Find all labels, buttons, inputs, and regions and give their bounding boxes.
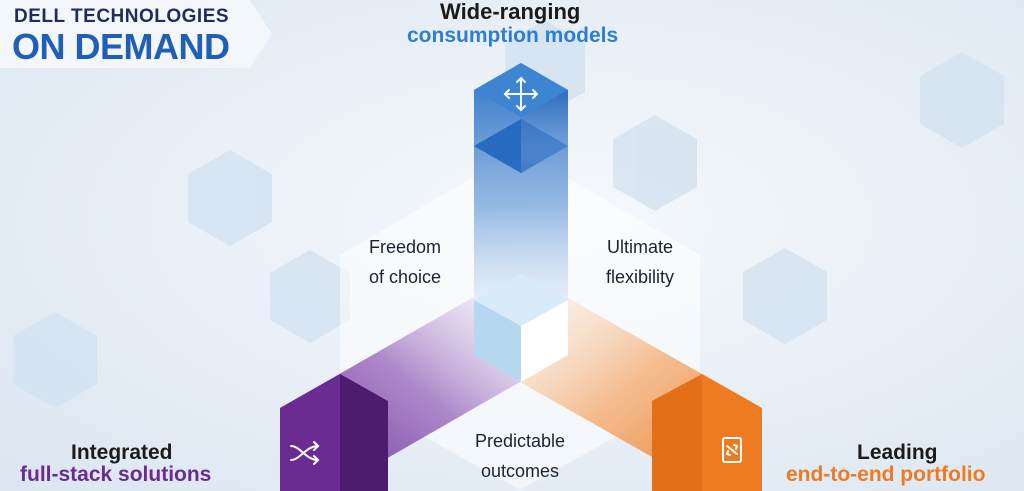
top-pillar-title: Wide-ranging <box>440 0 581 24</box>
shuffle-icon <box>290 441 320 465</box>
left-pillar-subtitle: full-stack solutions <box>20 463 212 486</box>
outcomes-label-line1: Predictable <box>474 431 566 451</box>
outcomes-label-line2: outcomes <box>480 461 560 481</box>
freedom-label-line1: Freedom <box>368 237 442 257</box>
right-pillar-subtitle: end-to-end portfolio <box>786 463 986 486</box>
freedom-label: Freedom of choice <box>350 232 460 292</box>
orange-pillar <box>520 298 762 491</box>
refresh-device-icon <box>722 437 742 463</box>
left-pillar-title: Integrated <box>71 441 173 464</box>
logo-banner <box>0 0 272 68</box>
logo-line1: DELL TECHNOLOGIES <box>14 6 230 27</box>
blue-pillar <box>474 63 568 326</box>
outcomes-label: Predictable outcomes <box>455 426 585 486</box>
flexibility-label-line1: Ultimate <box>606 237 673 257</box>
right-pillar-title: Leading <box>857 441 938 464</box>
logo-line2: ON DEMAND <box>12 26 230 67</box>
center-cube <box>474 274 568 382</box>
flexibility-label-line2: flexibility <box>605 267 675 287</box>
move-arrows-icon <box>503 76 539 112</box>
purple-pillar <box>280 298 520 491</box>
freedom-label-line2: of choice <box>368 267 442 287</box>
flexibility-label: Ultimate flexibility <box>585 232 695 292</box>
top-pillar-subtitle: consumption models <box>407 24 619 47</box>
